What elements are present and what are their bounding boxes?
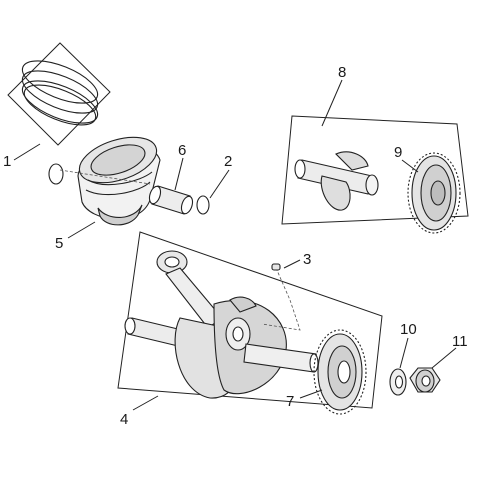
- callout-9: 9: [394, 144, 402, 161]
- callout-3: 3: [303, 251, 311, 268]
- callout-5: 5: [55, 235, 63, 252]
- leader-8: [321, 79, 343, 127]
- piston-pin: [148, 185, 194, 215]
- crank-gear: [313, 329, 367, 415]
- connecting-rod: [156, 250, 223, 329]
- leader-1: [13, 143, 41, 161]
- leader-3: [283, 259, 301, 269]
- callout-7: 7: [286, 393, 294, 410]
- leader-6: [174, 157, 184, 191]
- circlip-right: [196, 195, 210, 215]
- piston: [77, 136, 161, 226]
- output-shaft: [243, 343, 319, 373]
- callout-labels: 1 2 3 4 5 6 7 8 9 10 11: [3, 64, 468, 428]
- piston-ring: [21, 60, 99, 126]
- callout-1: 1: [3, 153, 11, 170]
- leader-9: [401, 159, 419, 173]
- leader-7: [299, 389, 323, 399]
- leader-11: [431, 347, 457, 369]
- cam-gear: [407, 152, 461, 234]
- crankshaft-group: [117, 231, 383, 409]
- flange-nut: [409, 367, 441, 393]
- leader-5: [67, 221, 96, 239]
- leader-4: [132, 395, 159, 411]
- callout-4: 4: [120, 411, 128, 428]
- callout-8: 8: [338, 64, 346, 81]
- callout-6: 6: [178, 142, 186, 159]
- camshaft: [294, 151, 379, 211]
- woodruff-key: [271, 263, 281, 271]
- callout-2: 2: [224, 153, 232, 170]
- callout-11: 11: [452, 333, 468, 350]
- camshaft-group: [281, 115, 469, 234]
- piston-rings-group: [7, 42, 111, 146]
- crankshaft-box: [117, 231, 383, 409]
- circlip-left: [48, 163, 64, 185]
- leader-10: [399, 337, 409, 369]
- piston-rings-box: [7, 42, 111, 146]
- leader-2: [209, 169, 230, 199]
- callout-10: 10: [400, 321, 417, 338]
- leader-lines: [13, 79, 457, 411]
- camshaft-box: [281, 115, 469, 225]
- washer: [389, 368, 407, 396]
- main-journal-left: [124, 317, 183, 347]
